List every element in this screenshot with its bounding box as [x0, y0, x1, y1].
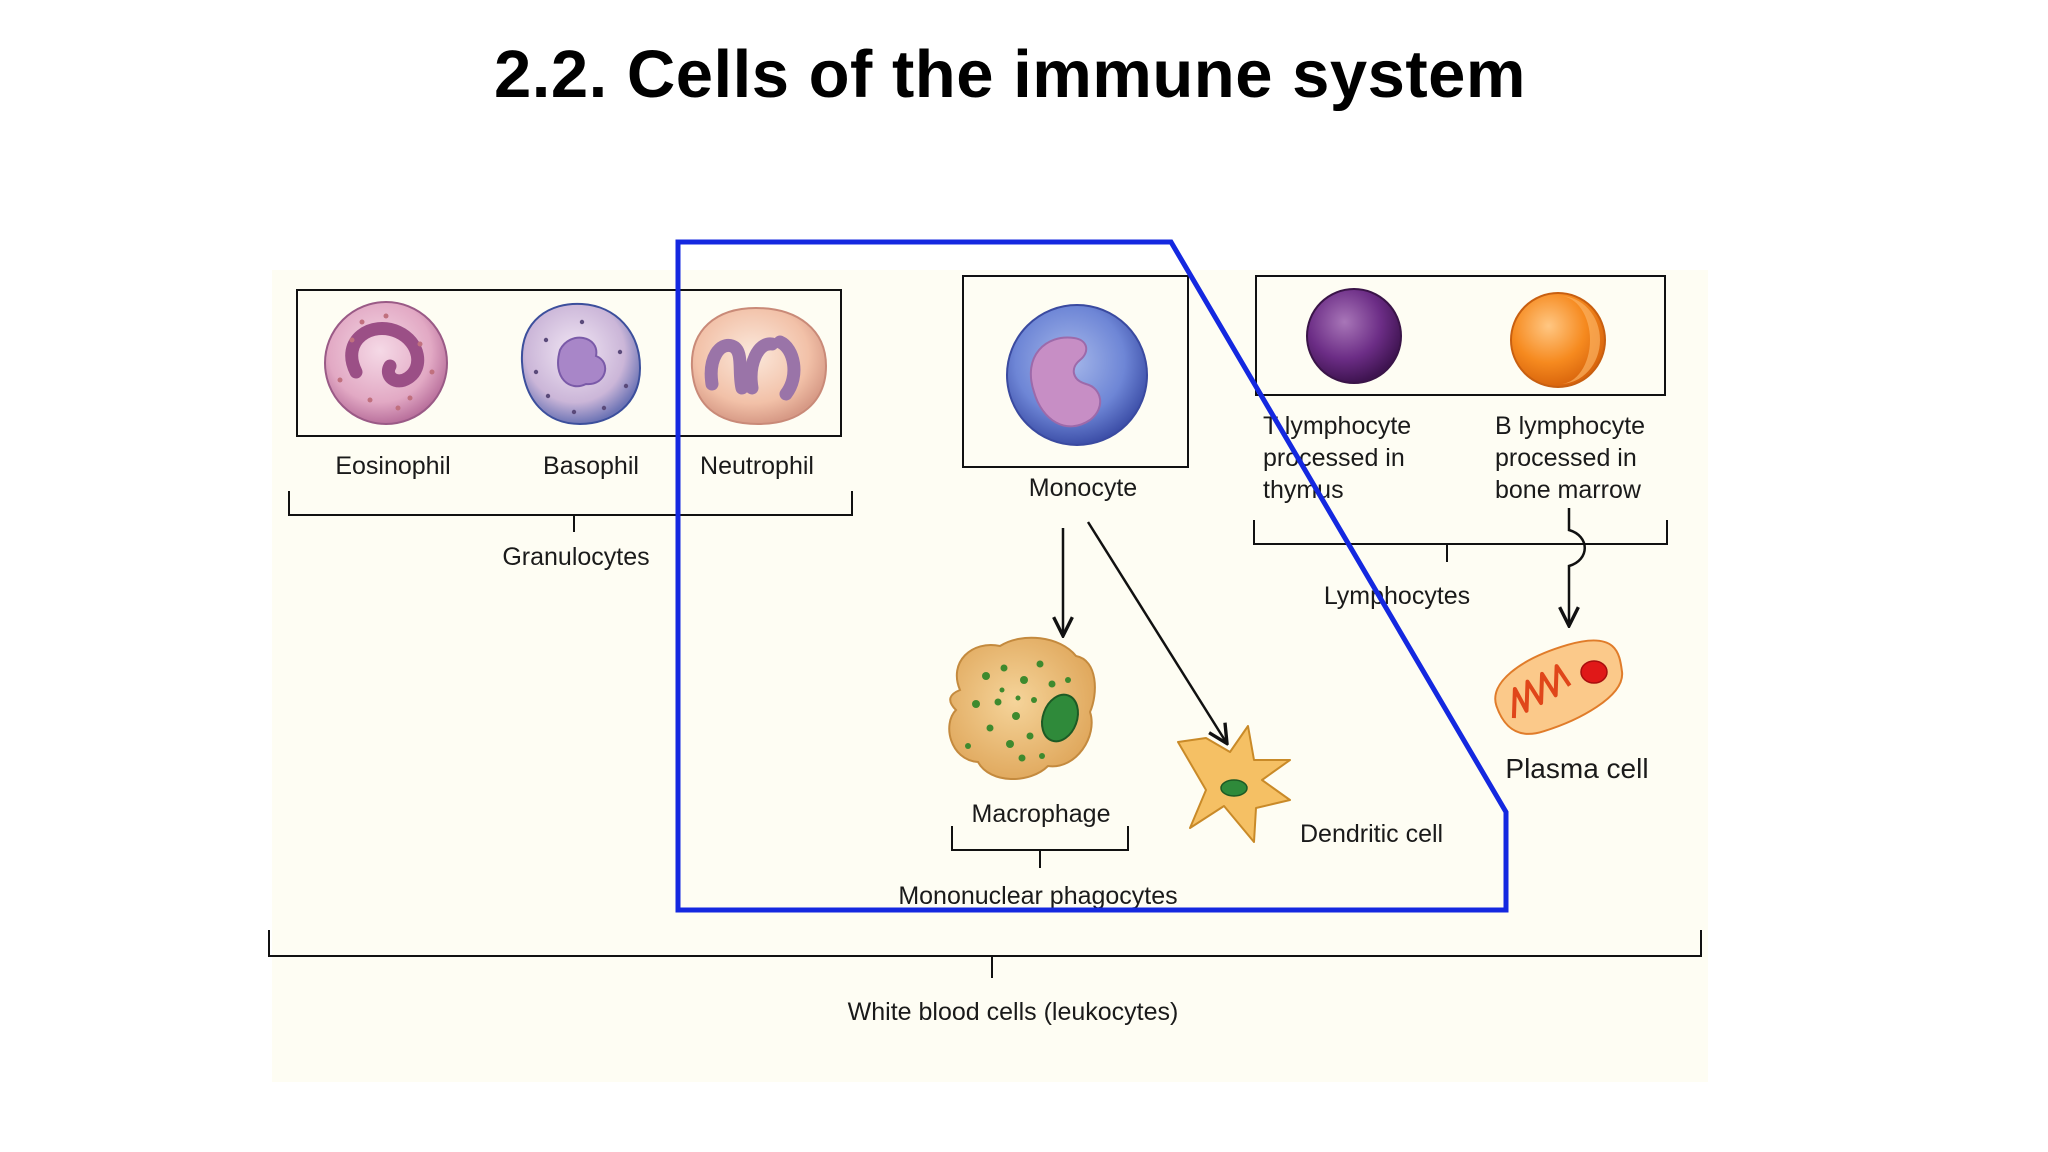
- macrophage-cell: [948, 636, 1096, 780]
- basophil-cell: [520, 302, 642, 426]
- plasma-cell-label: Plasma cell: [1505, 753, 1648, 784]
- eosinophil-cell: [324, 301, 448, 425]
- granulocytes-group-label: Granulocytes: [502, 543, 649, 571]
- b-lymphocyte-label-line2: processed in: [1495, 444, 1637, 472]
- monocyte-box: [962, 275, 1189, 468]
- neutrophil-cell: [690, 306, 828, 426]
- eosinophil-label: Eosinophil: [335, 452, 450, 480]
- b-lymphocyte-label-line1: B lymphocyte: [1495, 412, 1645, 440]
- b-lymphocyte-label-line3: bone marrow: [1495, 476, 1642, 504]
- monocyte-to-dendritic-arrow: [1086, 521, 1226, 742]
- highlight-outline: [675, 239, 1509, 913]
- dendritic-cell: [1177, 725, 1291, 843]
- b-lymphocyte-cell: [1510, 292, 1606, 388]
- t-lymphocyte-label-line3: thymus: [1263, 476, 1344, 504]
- leukocytes-label: White blood cells (leukocytes): [848, 998, 1179, 1026]
- plasma-cell: [1494, 639, 1624, 735]
- lymphocytes-group-label: Lymphocytes: [1324, 582, 1470, 610]
- macrophage-label: Macrophage: [972, 800, 1111, 828]
- neutrophil-label: Neutrophil: [700, 452, 814, 480]
- monocyte-cell: [1006, 304, 1148, 446]
- monocyte-label: Monocyte: [1029, 474, 1137, 502]
- t-lymphocyte-label-line1: T lymphocyte: [1263, 412, 1411, 440]
- lymphocyte-box: [1255, 275, 1666, 396]
- mononuclear-phagocytes-bracket: [951, 826, 1129, 868]
- dendritic-cell-label: Dendritic cell: [1300, 820, 1443, 848]
- lymphocytes-bracket: [1253, 520, 1668, 562]
- granulocytes-bracket: [288, 491, 853, 532]
- b-to-plasma-arrow: [1569, 508, 1586, 624]
- granulocyte-box: [296, 289, 842, 437]
- t-lymphocyte-cell: [1306, 288, 1402, 384]
- t-lymphocyte-label-line2: processed in: [1263, 444, 1405, 472]
- basophil-label: Basophil: [543, 452, 639, 480]
- mononuclear-phagocytes-label: Mononuclear phagocytes: [898, 882, 1177, 910]
- slide-title: 2.2. Cells of the immune system: [493, 37, 1526, 112]
- leukocytes-bracket: [268, 930, 1702, 978]
